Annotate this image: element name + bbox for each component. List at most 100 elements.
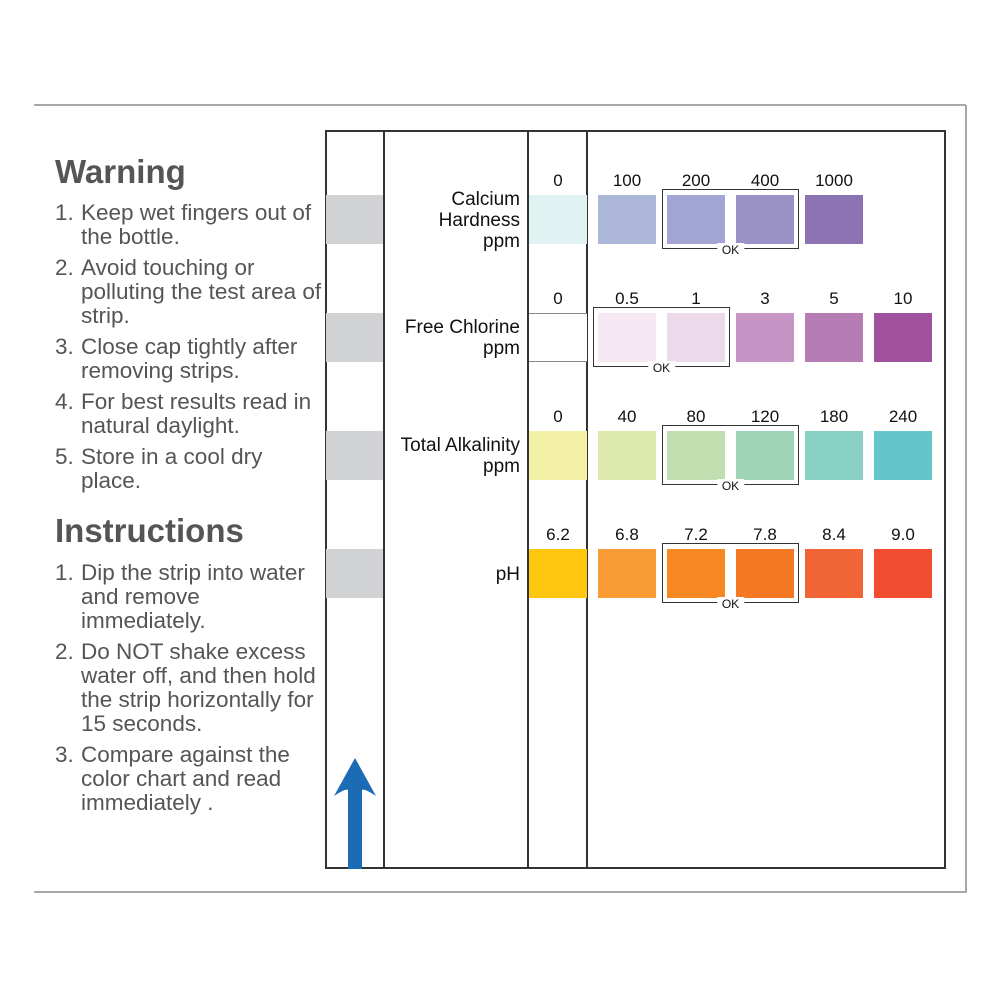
value-label: 6.2: [546, 525, 570, 544]
dip-direction-arrow-icon: [334, 758, 376, 869]
ok-label: OK: [716, 243, 745, 257]
divider: [586, 130, 588, 869]
value-label: 40: [617, 407, 637, 426]
item-number: 2.: [55, 255, 74, 280]
ok-range-box: OK: [662, 189, 799, 257]
value-label: 5: [829, 289, 839, 308]
strip-pad: [326, 195, 383, 244]
item-text: Dip the strip into water and remove imme…: [81, 560, 305, 633]
strip-pad: [326, 549, 383, 598]
color-swatch: [667, 313, 725, 362]
color-chart: [325, 130, 946, 869]
ok-label: OK: [716, 479, 745, 493]
item-text: Compare against the color chart and read…: [81, 742, 290, 815]
color-swatch: [805, 313, 863, 362]
item-number: 1.: [55, 560, 74, 585]
value-label: 120: [750, 407, 780, 426]
list-item: 1. Keep wet fingers out of the bottle.: [55, 201, 325, 249]
color-swatch: [667, 549, 725, 598]
value-label: 240: [888, 407, 918, 426]
cell-line: [529, 361, 587, 362]
value-label: 180: [819, 407, 849, 426]
list-item: 3. Compare against the color chart and r…: [55, 743, 325, 815]
list-item: 1. Dip the strip into water and remove i…: [55, 561, 325, 633]
item-text: Keep wet fingers out of the bottle.: [81, 200, 312, 249]
color-swatch: [874, 313, 932, 362]
color-swatch: [805, 195, 863, 244]
list-item: 2. Do NOT shake excess water off, and th…: [55, 640, 325, 736]
value-label: 0: [553, 171, 563, 190]
color-swatch: [598, 431, 656, 480]
list-item: 5. Store in a cool dry place.: [55, 445, 325, 493]
ok-range-box: OK: [662, 425, 799, 493]
color-swatch: [736, 549, 794, 598]
item-text: Do NOT shake excess water off, and then …: [81, 639, 316, 736]
ok-range-box: OK: [593, 307, 730, 375]
color-swatch: [529, 431, 587, 480]
color-swatch: [529, 195, 587, 244]
top-rule: [34, 104, 966, 106]
color-swatch: [736, 431, 794, 480]
row-label: pH: [495, 563, 520, 585]
color-swatch: [736, 313, 794, 362]
item-number: 4.: [55, 389, 74, 414]
item-number: 3.: [55, 334, 74, 359]
item-text: Store in a cool dry place.: [81, 444, 263, 493]
ok-label: OK: [716, 597, 745, 611]
ok-range-box: OK: [662, 543, 799, 611]
list-item: 3. Close cap tightly after removing stri…: [55, 335, 325, 383]
value-label: 1: [691, 289, 701, 308]
color-swatch: [529, 313, 587, 362]
value-label: 1000: [815, 171, 853, 190]
list-item: 4. For best results read in natural dayl…: [55, 390, 325, 438]
color-swatch: [667, 195, 725, 244]
value-label: 6.8: [615, 525, 639, 544]
right-rule: [965, 105, 967, 893]
list-item: 2. Avoid touching or polluting the test …: [55, 256, 325, 328]
strip-pad: [326, 313, 383, 362]
item-number: 5.: [55, 444, 74, 469]
value-label: 100: [612, 171, 642, 190]
value-label: 7.2: [684, 525, 708, 544]
color-swatch: [667, 431, 725, 480]
instructions-heading: Instructions: [55, 512, 244, 549]
item-text: For best results read in natural dayligh…: [81, 389, 312, 438]
item-number: 3.: [55, 742, 74, 767]
item-number: 1.: [55, 200, 74, 225]
color-swatch: [598, 195, 656, 244]
value-label: 80: [686, 407, 706, 426]
color-swatch: [805, 549, 863, 598]
value-label: 7.8: [753, 525, 777, 544]
color-swatch: [598, 549, 656, 598]
color-swatch: [529, 549, 587, 598]
warning-heading: Warning: [55, 153, 186, 190]
warning-list: 1. Keep wet fingers out of the bottle. 2.…: [55, 201, 325, 500]
bottom-rule: [34, 891, 966, 893]
value-label: 400: [750, 171, 780, 190]
value-label: 200: [681, 171, 711, 190]
item-text: Avoid touching or polluting the test are…: [81, 255, 322, 328]
value-label: 10: [893, 289, 913, 308]
value-label: 8.4: [822, 525, 846, 544]
item-text: Close cap tightly after removing strips.: [81, 334, 298, 383]
value-label: 0.5: [615, 289, 639, 308]
strip-pad: [326, 431, 383, 480]
color-swatch: [874, 431, 932, 480]
value-label: 9.0: [891, 525, 915, 544]
divider: [383, 130, 385, 869]
item-number: 2.: [55, 639, 74, 664]
value-label: 0: [553, 289, 563, 308]
value-label: 0: [553, 407, 563, 426]
ok-label: OK: [647, 361, 676, 375]
divider: [527, 130, 529, 869]
color-swatch: [805, 431, 863, 480]
value-label: 3: [760, 289, 770, 308]
cell-line: [529, 313, 587, 314]
color-swatch: [598, 313, 656, 362]
instructions-list: 1. Dip the strip into water and remove i…: [55, 561, 325, 822]
color-swatch: [874, 549, 932, 598]
color-swatch: [736, 195, 794, 244]
